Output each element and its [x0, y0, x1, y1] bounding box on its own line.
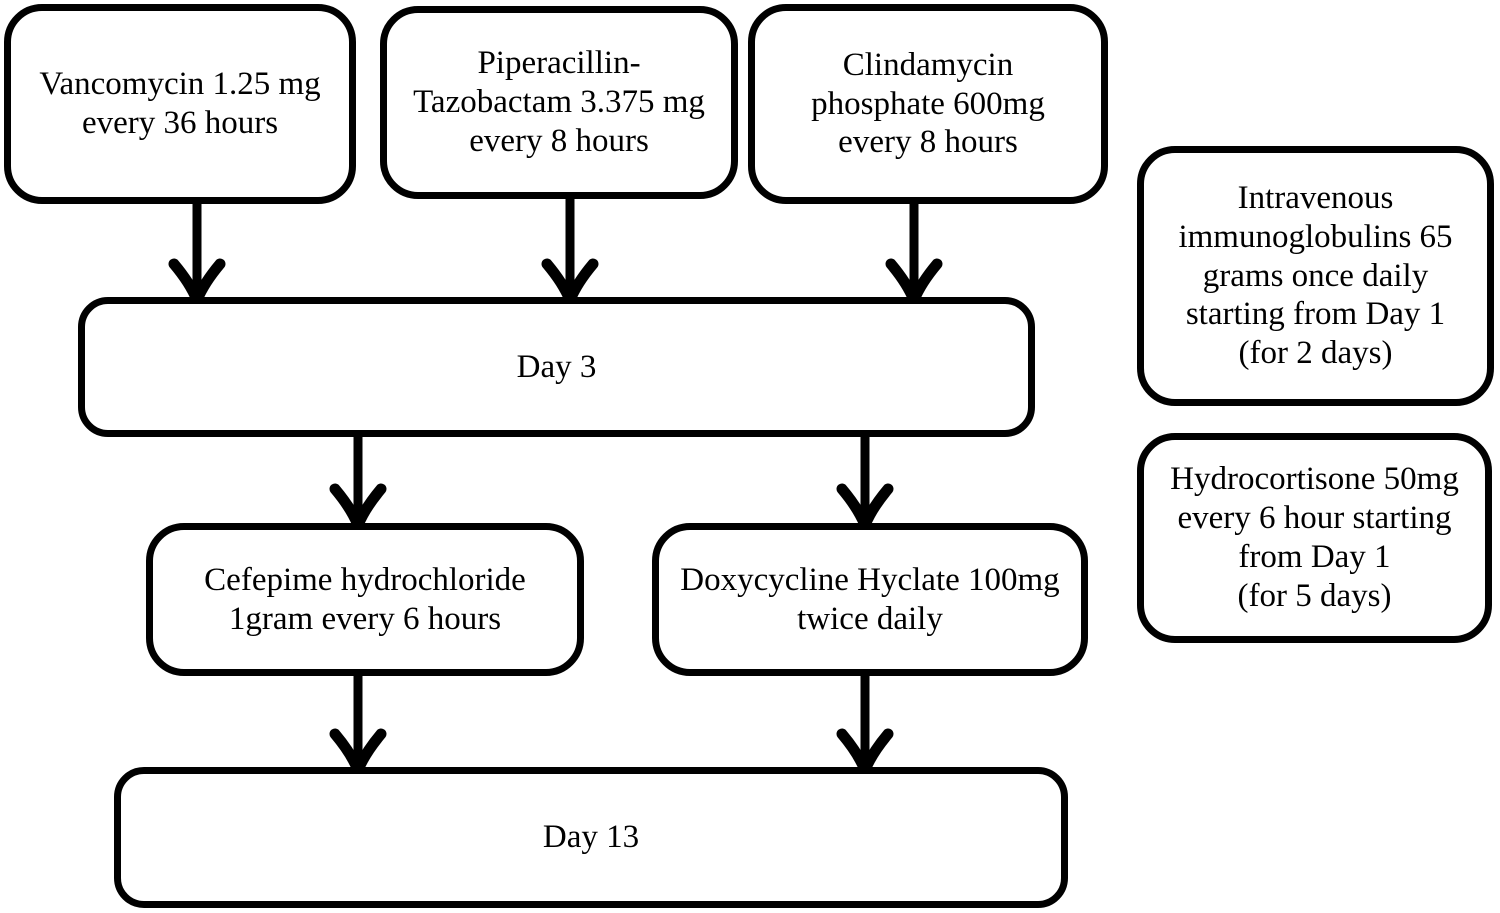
arrow-piperacillin-to-day3 — [541, 199, 599, 306]
node-clindamycin-label: Clindamycin phosphate 600mg every 8 hour… — [811, 46, 1045, 161]
arrow-day3-to-cefepime — [329, 437, 387, 531]
node-vancomycin: Vancomycin 1.25 mg every 36 hours — [4, 4, 356, 204]
node-intravenous-immunoglobulins-label: Intravenous immunoglobulins 65 grams onc… — [1178, 179, 1453, 372]
arrow-vancomycin-to-day3 — [168, 204, 226, 306]
node-day-3-label: Day 3 — [516, 348, 597, 385]
node-doxycycline-label: Doxycycline Hyclate 100mg twice daily — [680, 561, 1060, 637]
node-day-13: Day 13 — [114, 767, 1068, 908]
node-day-3: Day 3 — [78, 297, 1035, 437]
arrow-clindamycin-to-day3 — [885, 204, 943, 306]
node-day-13-label: Day 13 — [542, 819, 640, 856]
node-hydrocortisone-label: Hydrocortisone 50mg every 6 hour startin… — [1170, 461, 1459, 614]
arrow-doxycycline-to-day13 — [836, 676, 894, 776]
arrow-day3-to-doxycycline — [836, 437, 894, 531]
node-clindamycin: Clindamycin phosphate 600mg every 8 hour… — [748, 4, 1108, 204]
node-piperacillin-tazobactam: Piperacillin- Tazobactam 3.375 mg every … — [380, 6, 738, 199]
node-piperacillin-tazobactam-label: Piperacillin- Tazobactam 3.375 mg every … — [413, 45, 705, 159]
node-vancomycin-label: Vancomycin 1.25 mg every 36 hours — [39, 66, 321, 141]
node-hydrocortisone: Hydrocortisone 50mg every 6 hour startin… — [1137, 433, 1492, 643]
arrow-cefepime-to-day13 — [329, 676, 387, 776]
node-intravenous-immunoglobulins: Intravenous immunoglobulins 65 grams onc… — [1137, 146, 1494, 406]
node-cefepime-label: Cefepime hydrochloride 1gram every 6 hou… — [204, 561, 526, 637]
node-cefepime: Cefepime hydrochloride 1gram every 6 hou… — [146, 523, 584, 676]
node-doxycycline: Doxycycline Hyclate 100mg twice daily — [652, 523, 1088, 676]
